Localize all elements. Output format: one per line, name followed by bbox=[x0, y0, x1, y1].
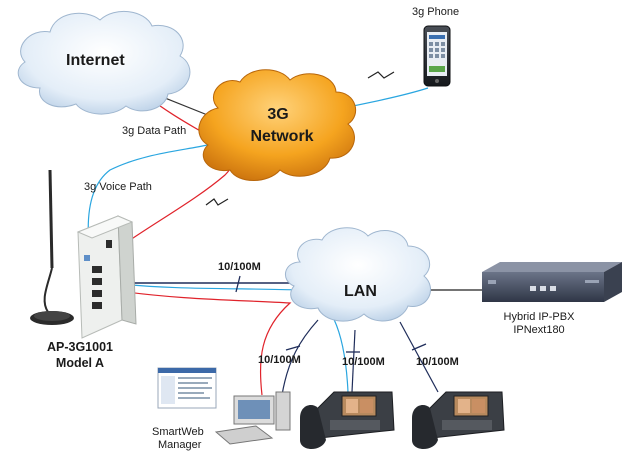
gateway-device-icon bbox=[30, 169, 137, 339]
speed-label-gateway-lan: 10/100M bbox=[218, 261, 261, 273]
pbx-device-icon bbox=[482, 262, 622, 302]
pbx-label-model: IPNext180 bbox=[513, 324, 565, 336]
ethernet-lan-phone2 bbox=[399, 321, 439, 393]
tick-gateway-lan bbox=[235, 275, 241, 293]
network-label: Network bbox=[250, 128, 314, 145]
wireless-zigzag-gateway bbox=[205, 198, 229, 206]
voice-path-label: 3g Voice Path bbox=[84, 181, 152, 193]
internet-cloud bbox=[17, 10, 191, 115]
manager-computer-icon bbox=[157, 367, 291, 445]
smartphone-icon bbox=[423, 25, 451, 87]
speed-label-manager: 10/100M bbox=[258, 354, 301, 366]
manager-label-line1: SmartWeb bbox=[152, 426, 204, 438]
lan-label: LAN bbox=[344, 283, 377, 300]
ip-phone-1-icon bbox=[300, 391, 395, 449]
speed-label-phone2: 10/100M bbox=[416, 356, 459, 368]
speed-label-phone1: 10/100M bbox=[342, 356, 385, 368]
tick-manager bbox=[285, 345, 301, 351]
ip-phone-2-icon bbox=[412, 391, 505, 449]
lan-cloud bbox=[285, 227, 431, 322]
data-path-manager-line bbox=[111, 289, 292, 396]
gateway-label-variant: Model A bbox=[55, 356, 105, 370]
internet-label: Internet bbox=[66, 52, 125, 69]
manager-label-line2: Manager bbox=[158, 439, 202, 451]
pbx-label-type: Hybrid IP-PBX bbox=[503, 311, 575, 323]
tick-phone2 bbox=[411, 343, 427, 351]
ethernet-lan-phone1 bbox=[351, 329, 356, 393]
data-path-label: 3g Data Path bbox=[122, 125, 187, 137]
3g-network-cloud bbox=[198, 69, 357, 181]
3g-phone-label: 3g Phone bbox=[412, 6, 460, 18]
gateway-label-model: AP-3G1001 bbox=[46, 340, 113, 354]
wireless-zigzag-phone bbox=[367, 71, 395, 79]
ethernet-lan-manager bbox=[281, 319, 319, 396]
3g-label: 3G bbox=[267, 106, 289, 123]
